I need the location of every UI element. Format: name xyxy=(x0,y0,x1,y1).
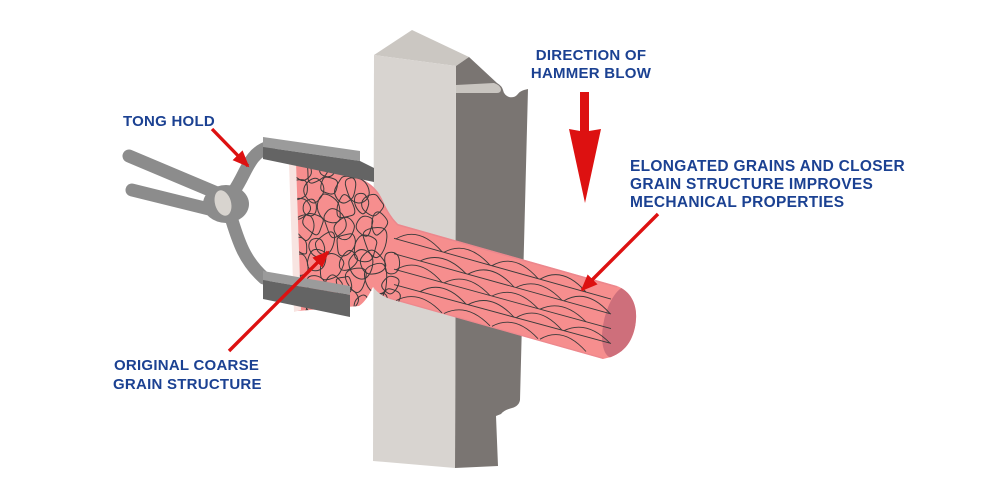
tong-jaw-upper-front xyxy=(263,147,374,182)
arrow-hammer-blow xyxy=(569,92,601,203)
tong-handle-upper xyxy=(122,149,231,203)
workpiece-edge-highlight xyxy=(289,162,301,312)
label-hammer-blow-line2: HAMMER BLOW xyxy=(531,65,652,82)
labels: TONG HOLD DIRECTION OF HAMMER BLOW ELONG… xyxy=(113,47,905,393)
hammer-step-surface xyxy=(456,83,501,93)
tong-jaw-lower-front xyxy=(263,280,350,317)
tong-rivet xyxy=(214,190,232,216)
annotation-arrows xyxy=(210,92,660,353)
tong-jaw-upper-top xyxy=(263,137,360,161)
hammer-top-face xyxy=(374,30,469,66)
arrow-tong-hold xyxy=(210,127,250,168)
arrow-elongated-grain xyxy=(580,212,660,292)
label-elongated-line1: ELONGATED GRAINS AND CLOSER xyxy=(630,158,905,175)
tong-jaw-lower-top xyxy=(263,271,350,295)
label-coarse-line2: GRAIN STRUCTURE xyxy=(113,376,262,393)
arrow-coarse-grain xyxy=(227,250,330,353)
label-coarse-line1: ORIGINAL COARSE xyxy=(114,357,259,374)
label-elongated-line2: GRAIN STRUCTURE IMPROVES xyxy=(630,176,873,193)
label-tong-hold: TONG HOLD xyxy=(123,113,215,130)
label-elongated-line3: MECHANICAL PROPERTIES xyxy=(630,194,844,211)
workpiece-end-face xyxy=(602,285,637,359)
label-hammer-blow-line1: DIRECTION OF xyxy=(536,47,647,64)
tong-arm-lower xyxy=(223,207,271,285)
workpiece-bottom-shade xyxy=(389,297,604,359)
tongs xyxy=(122,137,374,317)
elongated-grain-texture xyxy=(393,233,612,352)
